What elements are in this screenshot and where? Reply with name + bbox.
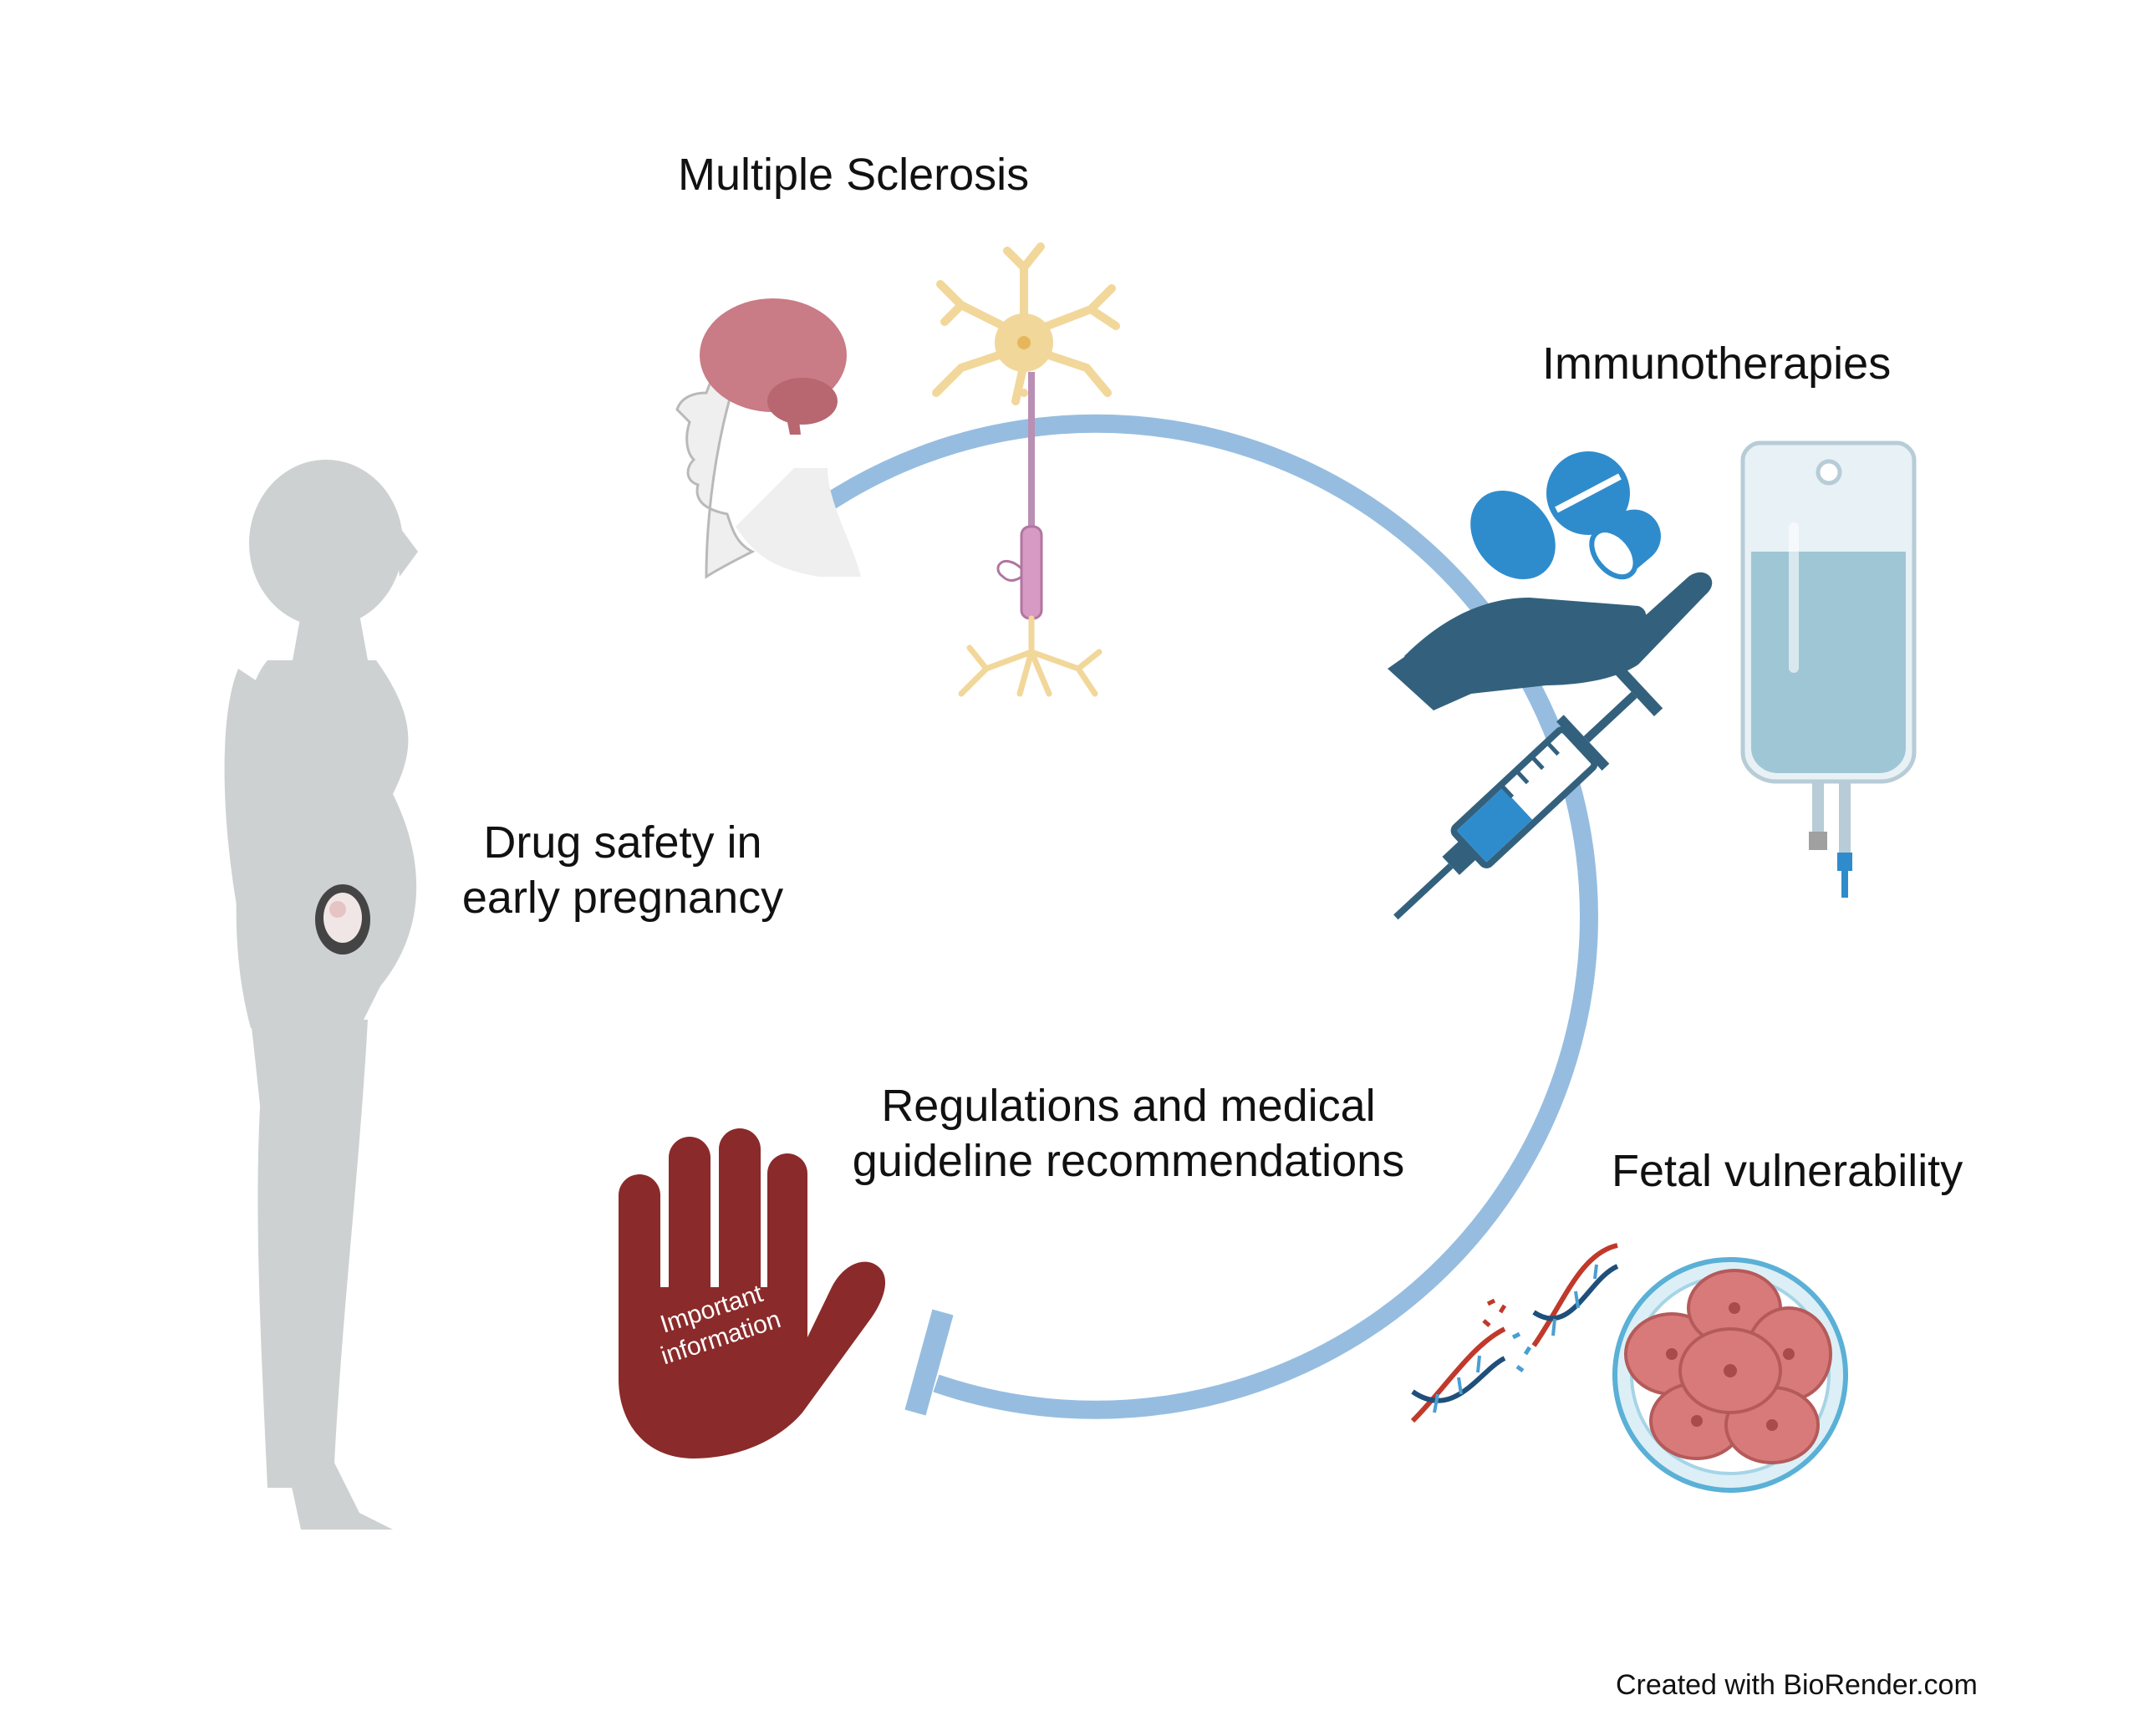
drug-safety-line-2: early pregnancy — [461, 873, 784, 923]
fetus-icon — [315, 884, 370, 955]
regulations-line-1: Regulations and medical — [881, 1081, 1376, 1131]
regulations-line-2: guideline recommendations — [852, 1136, 1405, 1186]
dna-strand-icon — [1410, 1243, 1619, 1423]
embryo-cells-icon — [1612, 1257, 1848, 1493]
drug-safety-line-1: Drug safety in — [483, 817, 762, 868]
immunotherapies-label: Immunotherapies — [1542, 339, 1892, 389]
fetal-vulnerability-label: Fetal vulnerability — [1612, 1146, 1963, 1196]
cycle-arrow — [817, 414, 1598, 1419]
credit-text: Created with BioRender.com — [1616, 1669, 1978, 1701]
syringe-icon — [1393, 665, 1663, 920]
pregnant-woman-silhouette-icon — [224, 460, 418, 1530]
stop-hand-icon — [619, 1128, 886, 1459]
drug-safety-label: Drug safety in early pregnancy — [447, 815, 798, 925]
pills-on-hand-icon — [1388, 451, 1713, 710]
neuron-icon — [932, 242, 1120, 697]
iv-bag-icon — [1740, 440, 1917, 898]
multiple-sclerosis-label: Multiple Sclerosis — [678, 150, 1030, 200]
regulations-label: Regulations and medical guideline recomm… — [819, 1078, 1438, 1189]
brain-head-icon — [675, 298, 861, 579]
